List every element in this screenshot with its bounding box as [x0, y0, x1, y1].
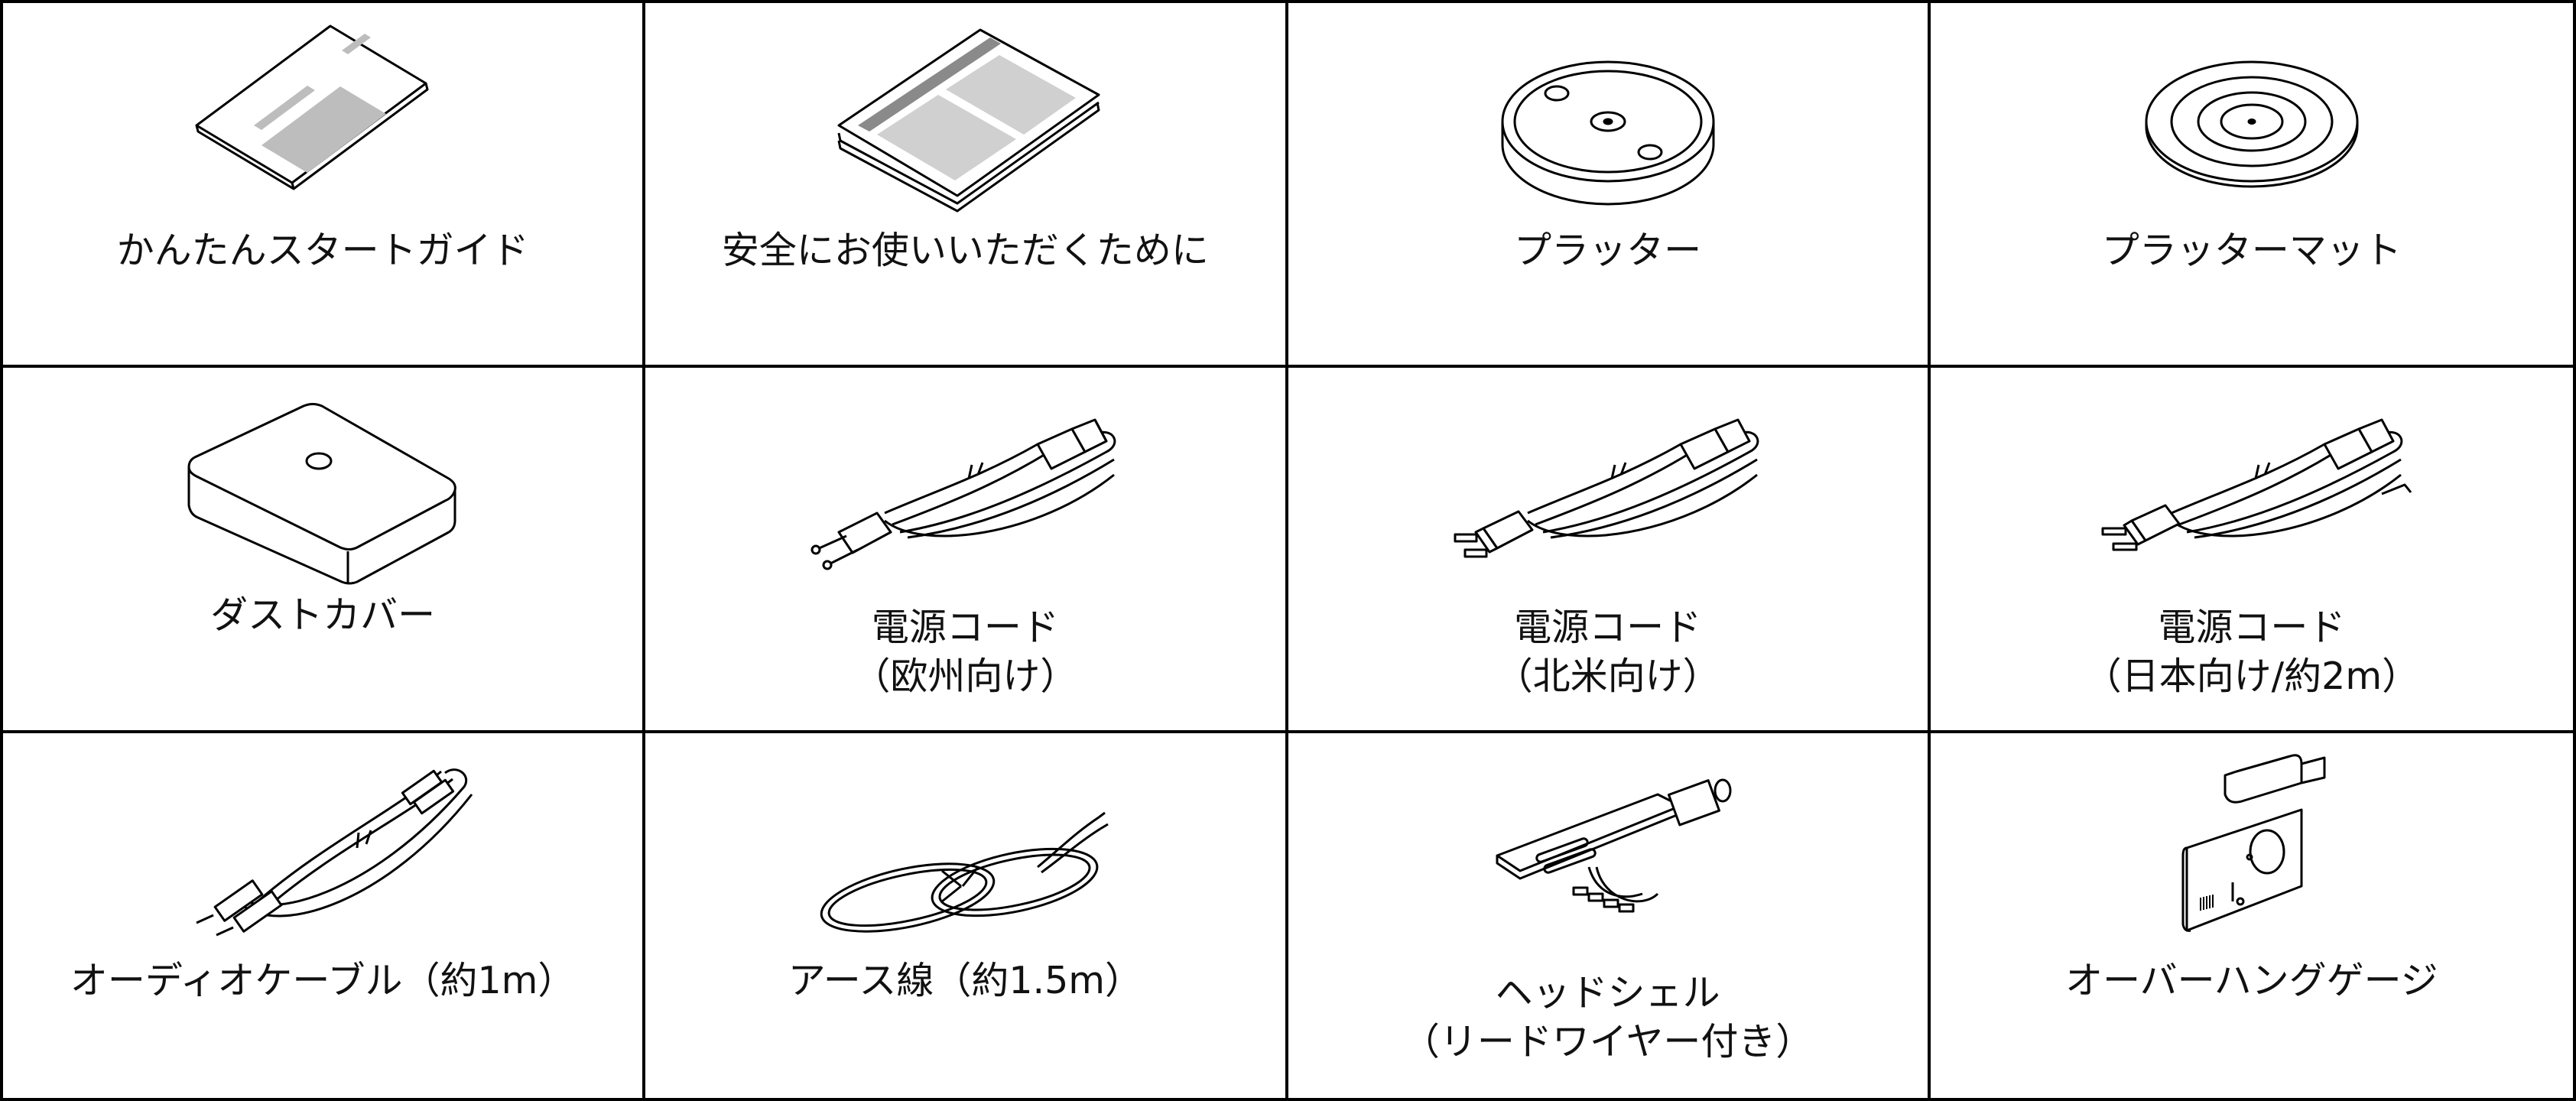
quick-start-guide-icon — [143, 11, 502, 240]
item-cell-power-cord-jp: 電源コード（日本向け/約2m） — [1930, 368, 2573, 733]
platter-icon — [1428, 11, 1788, 240]
item-cell-ground-wire: アース線（約1.5m） — [645, 732, 1288, 1098]
item-cell-headshell: ヘッドシェル（リードワイヤー付き） — [1288, 732, 1931, 1098]
item-cell-safety-booklet: 安全にお使いいただくために — [645, 3, 1288, 369]
item-label: オーディオケーブル（約1m） — [70, 958, 576, 1002]
item-label: プラッターマット — [2101, 229, 2402, 272]
safety-booklet-icon — [785, 11, 1145, 240]
item-label: 安全にお使いいただくために — [721, 229, 1209, 272]
audio-cable-icon — [143, 741, 502, 970]
ground-wire-icon — [785, 741, 1145, 970]
power-cord-eu-icon — [785, 375, 1145, 605]
item-label: 電源コード（欧州向け） — [853, 606, 1078, 699]
item-label: かんたんスタートガイド — [116, 229, 529, 272]
item-label: ヘッドシェル（リードワイヤー付き） — [1402, 970, 1814, 1064]
platter-mat-icon — [2072, 11, 2431, 240]
item-label: アース線（約1.5m） — [788, 958, 1143, 1002]
item-cell-power-cord-na: 電源コード（北米向け） — [1288, 368, 1931, 733]
item-cell-dust-cover: ダストカバー — [3, 368, 646, 733]
item-label: ダストカバー — [210, 593, 436, 638]
item-cell-overhang-gauge: オーバーハングゲージ — [1931, 733, 2573, 1098]
item-label: プラッター — [1514, 229, 1702, 272]
power-cord-jp-icon — [2072, 375, 2431, 605]
item-cell-power-cord-eu: 電源コード（欧州向け） — [645, 368, 1288, 733]
item-label: 電源コード（日本向け/約2m） — [2084, 606, 2420, 699]
dust-cover-icon — [143, 375, 502, 605]
headshell-icon — [1428, 741, 1788, 970]
item-cell-audio-cable: オーディオケーブル（約1m） — [3, 732, 646, 1098]
overhang-gauge-icon — [2072, 741, 2431, 970]
item-cell-platter: プラッター — [1288, 3, 1931, 369]
item-cell-quick-start-guide: かんたんスタートガイド — [3, 3, 646, 369]
item-label: オーバーハングゲージ — [2065, 958, 2438, 1002]
power-cord-na-icon — [1428, 375, 1788, 605]
item-cell-platter-mat: プラッターマット — [1930, 3, 2573, 369]
item-label: 電源コード（北米向け） — [1495, 606, 1720, 699]
